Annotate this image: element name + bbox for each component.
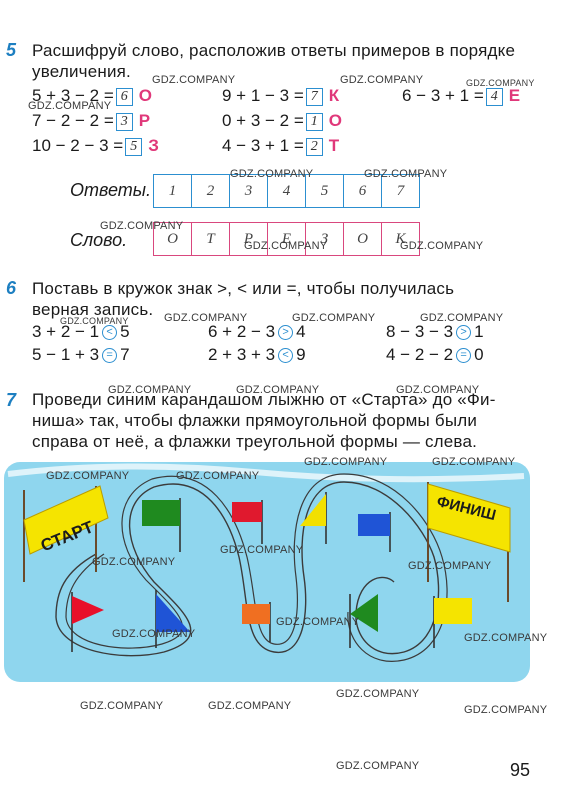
ski-track-line [55,481,440,657]
word-table: О Т Р Е З О К [153,222,420,256]
word-cell: Т [191,222,230,256]
watermark: GDZ.COMPANY [420,312,504,324]
compare-item: 2 + 3 + 3<9 [208,345,306,364]
task-text: Расшифруй слово, расположив ответы приме… [32,41,516,81]
watermark: GDZ.COMPANY [364,168,448,180]
answer-box: 1 [305,112,323,131]
answer-cell: 1 [153,174,192,208]
answer-cell: 6 [343,174,382,208]
answers-label: Ответы. [70,180,152,200]
watermark: GDZ.COMPANY [220,544,304,556]
answer-cell: 4 [267,174,306,208]
orange-rectangle-flag [242,602,271,642]
task-number: 7 [6,390,17,410]
answer-box: 3 [115,112,133,131]
watermark: GDZ.COMPANY [244,240,328,252]
watermark: GDZ.COMPANY [464,704,548,716]
word-cell: О [153,222,192,256]
sign-circle: > [456,325,472,341]
green-triangle-flag [349,594,378,648]
start-banner [23,485,109,555]
watermark: GDZ.COMPANY [400,240,484,252]
answers-table: 1 2 3 4 5 6 7 [153,174,420,208]
watermark: GDZ.COMPANY [408,560,492,572]
watermark: GDZ.COMPANY [396,384,480,396]
watermark: GDZ.COMPANY [336,760,420,772]
sign-circle: = [456,348,472,364]
sign-circle: = [102,348,118,364]
watermark: GDZ.COMPANY [80,700,164,712]
sign-circle: < [278,348,294,364]
watermark: GDZ.COMPANY [100,220,184,232]
compare-item: 8 − 3 − 3>1 [386,322,484,341]
answer-cell: 2 [191,174,230,208]
watermark: GDZ.COMPANY [92,556,176,568]
word-label: Слово. [70,230,128,250]
watermark: GDZ.COMPANY [28,100,112,112]
watermark: GDZ.COMPANY [236,384,320,396]
answer-box: 5 [125,137,143,156]
watermark: GDZ.COMPANY [336,688,420,700]
watermark: GDZ.COMPANY [164,312,248,324]
ski-track-illustration: СТАРТ ФИНИШ [4,462,530,682]
answer-box: 7 [305,87,323,106]
compare-item: 3 + 2 − 1<5 [32,322,130,341]
yellow-triangle-flag [300,492,327,544]
task-number: 5 [6,40,17,60]
word-cell: О [343,222,382,256]
compare-item: 4 − 2 − 2=0 [386,345,484,364]
sign-circle: < [102,325,118,341]
page-number: 95 [510,760,531,780]
watermark: GDZ.COMPANY [292,312,376,324]
watermark: GDZ.COMPANY [176,470,260,482]
green-rectangle-flag [142,498,181,552]
task-text: Проведи синим карандашом лыжню от «Старт… [32,390,496,451]
watermark: GDZ.COMPANY [46,470,130,482]
watermark: GDZ.COMPANY [340,74,424,86]
answer-box: 4 [485,87,503,106]
watermark: GDZ.COMPANY [432,456,516,468]
blue-rectangle-flag [358,512,391,552]
word-cell: К [381,222,420,256]
watermark: GDZ.COMPANY [108,384,192,396]
answer-box: 6 [115,87,133,106]
snow-panel [4,462,530,682]
sign-circle: > [278,325,294,341]
watermark: GDZ.COMPANY [466,78,535,88]
watermark: GDZ.COMPANY [464,632,548,644]
task-text: Поставь в кружок знак >, < или =, чтобы … [32,279,455,319]
word-cell: Р [229,222,268,256]
watermark: GDZ.COMPANY [276,616,360,628]
answer-cell: 7 [381,174,420,208]
finish-banner [427,483,511,553]
red-triangle-flag [71,592,104,652]
word-cell: Е [267,222,306,256]
red-rectangle-flag [232,500,263,544]
word-cell: З [305,222,344,256]
watermark: GDZ.COMPANY [152,74,236,86]
answer-cell: 3 [229,174,268,208]
watermark: GDZ.COMPANY [230,168,314,180]
watermark: GDZ.COMPANY [304,456,388,468]
blue-triangle-flag [155,590,190,648]
answer-box: 2 [305,137,323,156]
watermark: GDZ.COMPANY [208,700,292,712]
compare-item: 6 + 2 − 3>4 [208,322,306,341]
compare-item: 5 − 1 + 3=7 [32,345,130,364]
task-number: 6 [6,278,17,298]
watermark: GDZ.COMPANY [60,316,129,326]
answer-cell: 5 [305,174,344,208]
yellow-rectangle-flag [433,596,472,648]
watermark: GDZ.COMPANY [112,628,196,640]
